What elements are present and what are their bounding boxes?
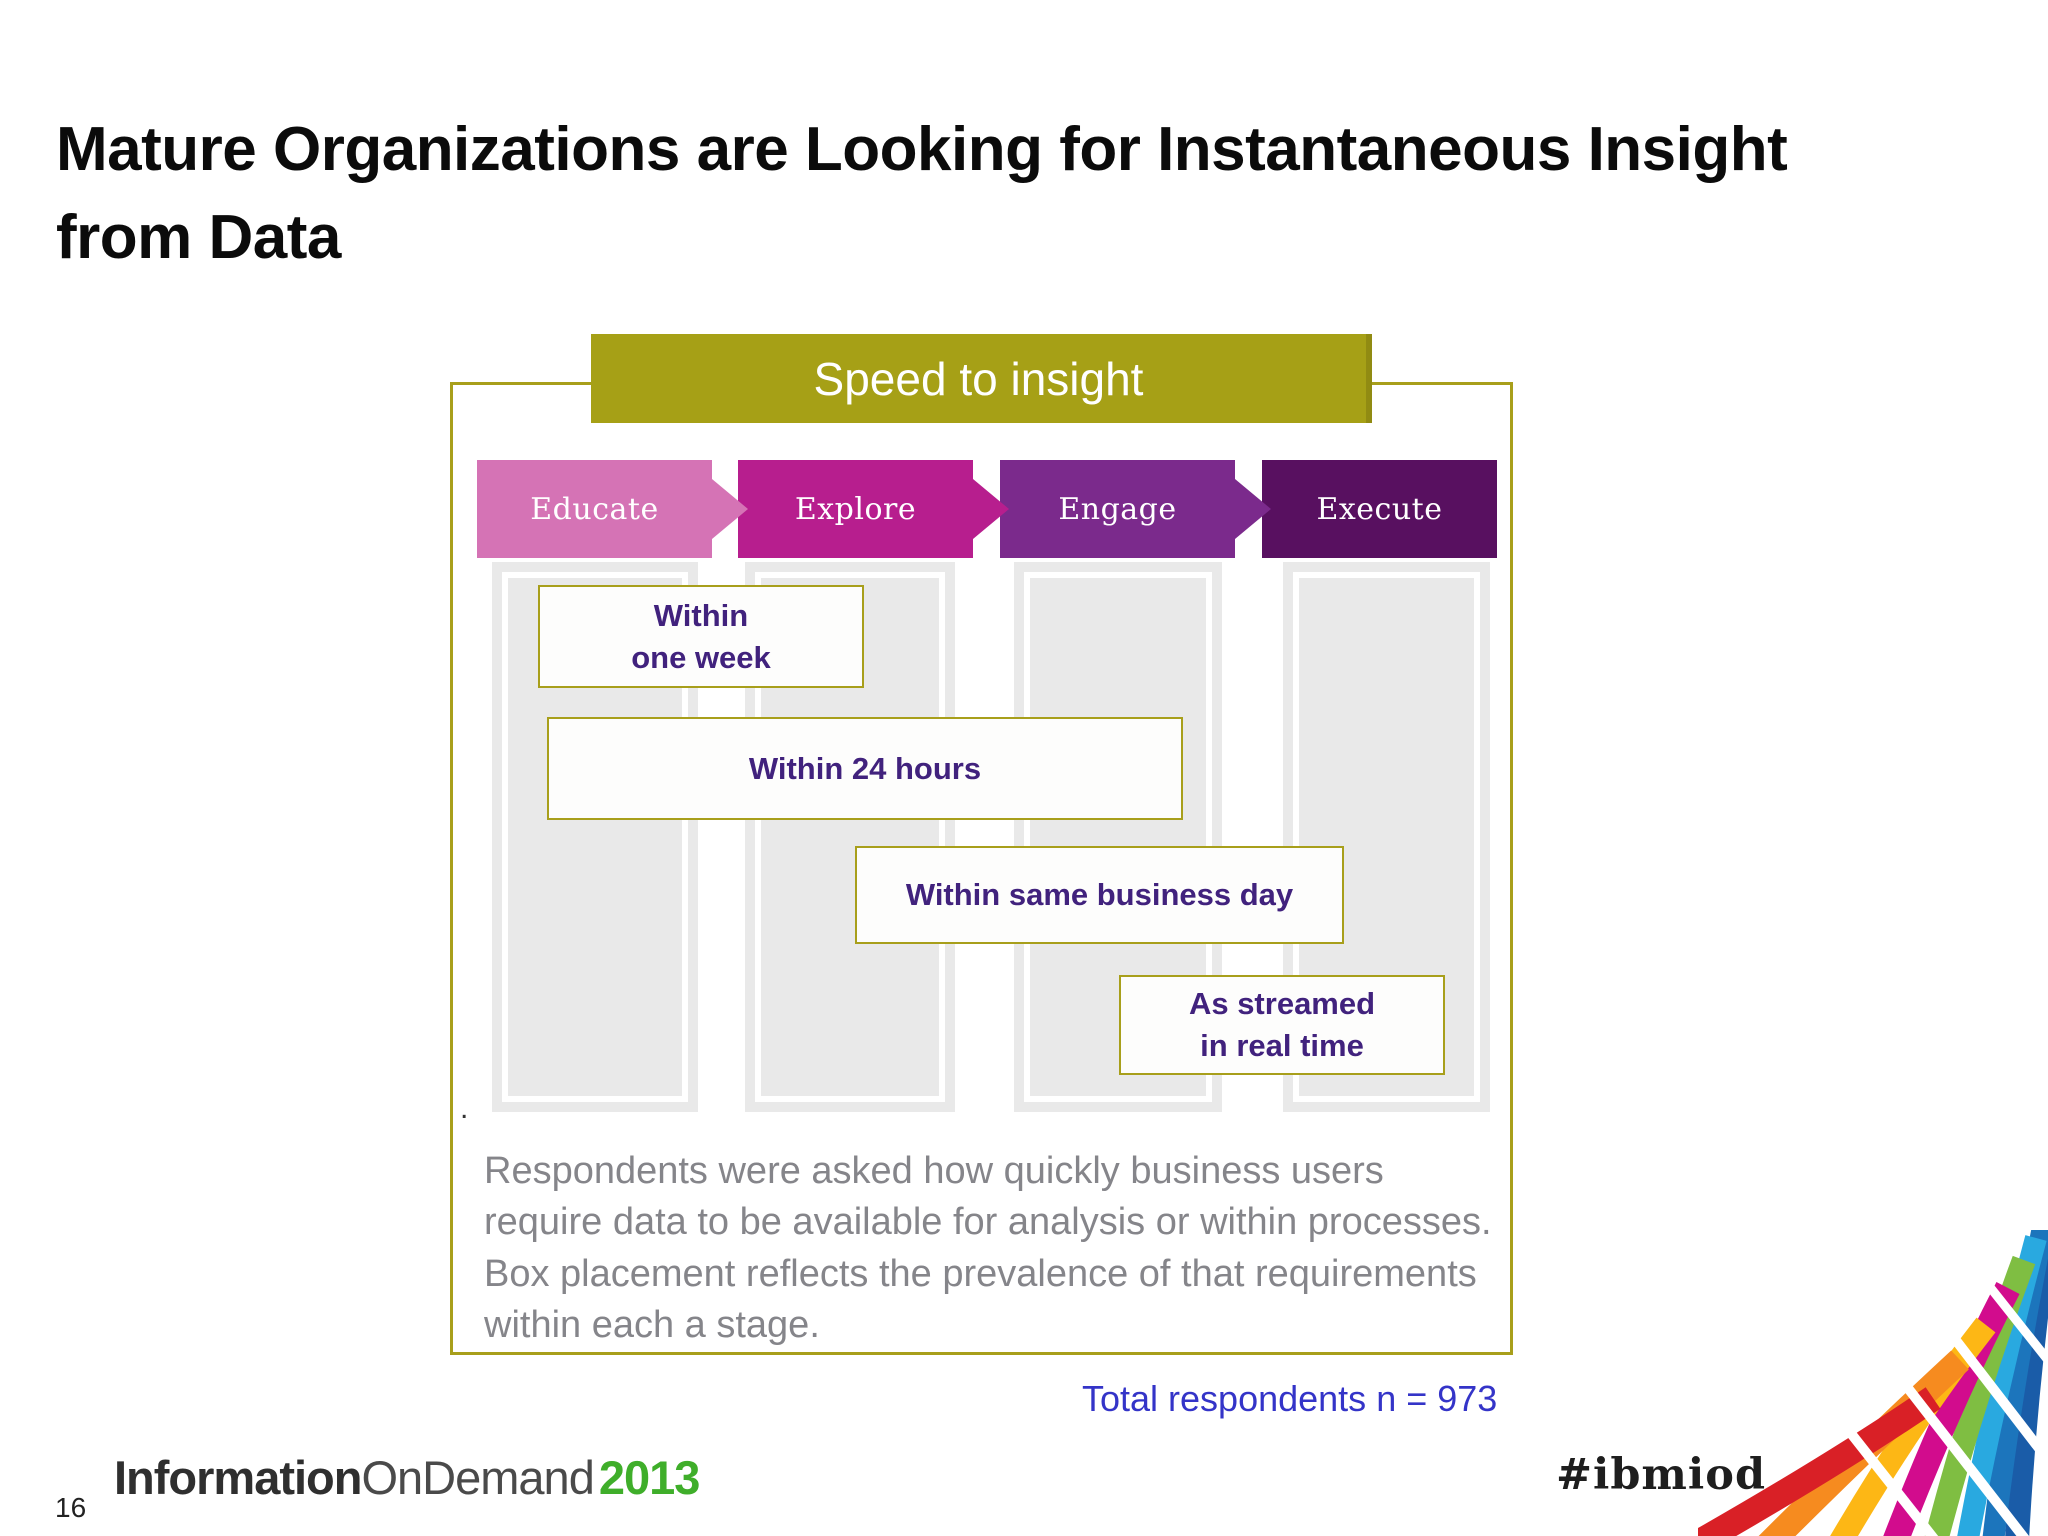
stage-label: Explore [794, 491, 917, 527]
total-respondents-note: Total respondents n = 973 [1082, 1378, 1498, 1419]
stage-arrow-educate: Educate [477, 460, 748, 558]
page-number: 16 [55, 1492, 87, 1523]
time-box-line: As streamed [1188, 986, 1376, 1022]
diagram-caption: Respondents were asked how quickly busin… [484, 1150, 1492, 1346]
time-box-within-same-business-day: Within same business day [855, 846, 1344, 944]
time-box-line: Within same business day [905, 877, 1294, 913]
logo-information: Information [114, 1451, 362, 1504]
stage-label: Execute [1316, 491, 1443, 527]
stage-arrow-explore: Explore [738, 460, 1009, 558]
time-box-within-one-week: Within one week [538, 585, 864, 688]
stage-label: Engage [1058, 491, 1177, 527]
time-box-line: Within [653, 597, 749, 633]
time-box-line: in real time [1200, 1028, 1364, 1063]
logo-year: 2013 [598, 1451, 701, 1504]
stage-label: Educate [530, 491, 659, 527]
stage-arrow-engage: Engage [1000, 460, 1271, 558]
ribbon-graphic-icon [1698, 1230, 2048, 1536]
time-box-line: Within 24 hours [748, 750, 982, 786]
slide-title: Mature Organizations are Looking for Ins… [56, 115, 1788, 273]
time-box-line: one week [631, 639, 771, 675]
time-box-as-streamed-real-time: As streamed in real time [1119, 975, 1445, 1075]
diagram-banner: Speed to insight [591, 334, 1372, 423]
hashtag-label: #ibmiod [1556, 1450, 1767, 1500]
stray-period: . [460, 1092, 469, 1125]
time-box-within-24-hours: Within 24 hours [547, 717, 1183, 820]
logo-ondemand: OnDemand [361, 1451, 594, 1504]
stage-arrow-execute: Execute [1262, 460, 1497, 558]
